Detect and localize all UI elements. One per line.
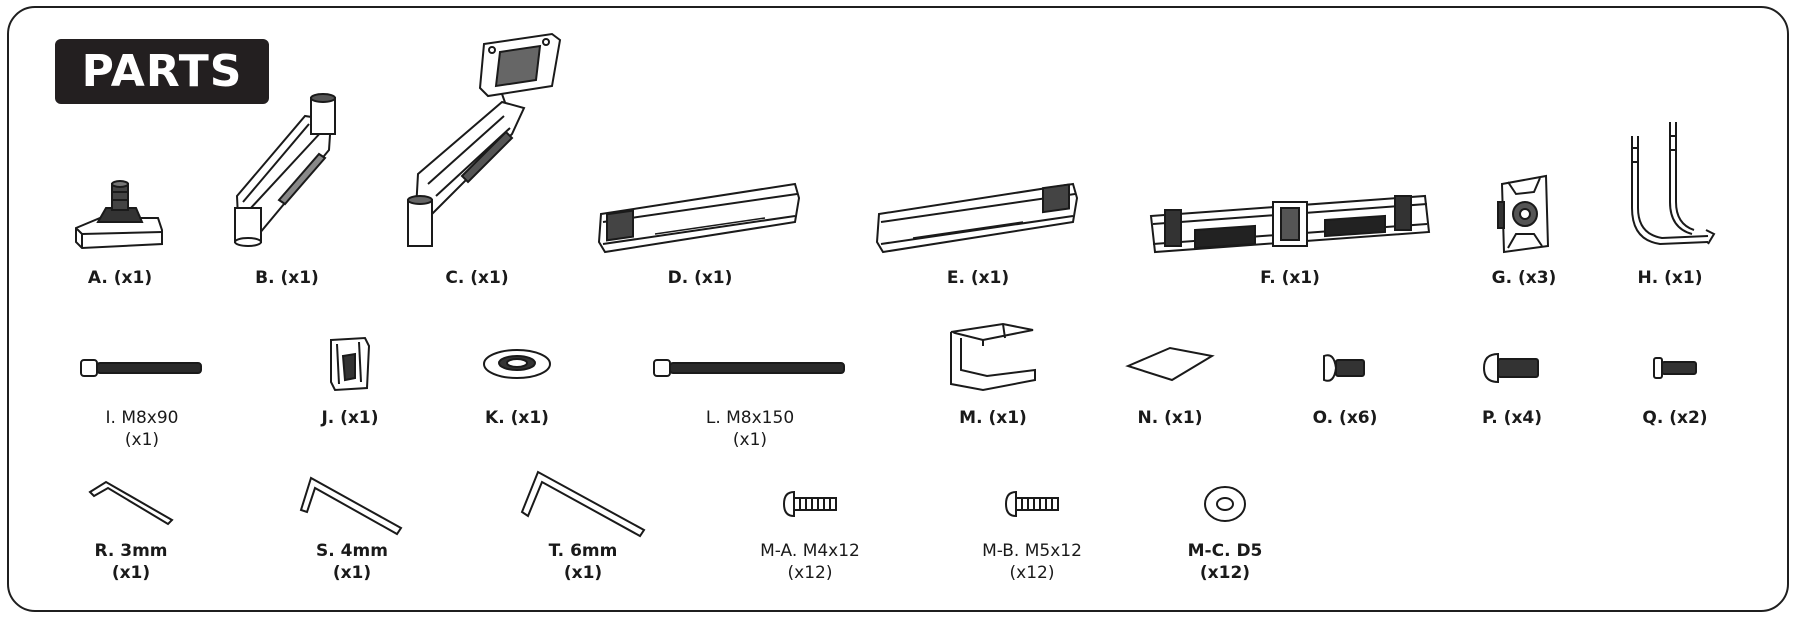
part-o-label: O. (x6): [1312, 408, 1378, 428]
part-d-label: D. (x1): [667, 268, 733, 288]
pad-icon: [1122, 344, 1218, 384]
vesa-plate-icon: [1494, 172, 1554, 256]
part-p-label: P. (x4): [1481, 408, 1543, 428]
part-j-label: J. (x1): [321, 408, 379, 428]
washer-icon: [1202, 484, 1248, 524]
part-ma-label: M-A. M4x12(x12): [760, 541, 860, 583]
part-mc-label: M-C. D5(x12): [1187, 541, 1263, 583]
desk-clamp-base-icon: [70, 170, 170, 256]
part-l-label: L. M8x150(x1): [705, 408, 795, 450]
center-bracket-bar-icon: [1145, 190, 1435, 260]
crossbar-rail-icon: [595, 172, 805, 256]
gas-spring-arm-icon: [392, 28, 582, 258]
part-q-label: Q. (x2): [1642, 408, 1708, 428]
part-a-label: A. (x1): [87, 268, 153, 288]
allen-key-icon: [297, 474, 407, 538]
cable-clip-icon: [325, 334, 375, 394]
page-title: PARTS: [55, 39, 269, 104]
crossbar-rail-icon: [873, 172, 1083, 256]
screw-icon: [1320, 350, 1370, 386]
screw-icon: [1002, 488, 1062, 520]
grommet-plate-icon: [480, 346, 554, 382]
part-c-label: C. (x1): [445, 268, 509, 288]
parts-frame: [7, 6, 1789, 612]
c-clamp-icon: [943, 318, 1043, 394]
lower-arm-icon: [219, 90, 349, 256]
screw-icon: [1650, 354, 1700, 382]
part-s-label: S. 4mm(x1): [316, 541, 388, 583]
allen-key-icon: [518, 468, 648, 540]
long-bolt-icon: [650, 354, 850, 382]
part-i-label: I. M8x90(x1): [105, 408, 179, 450]
bolt-icon: [77, 354, 207, 382]
part-mb-label: M-B. M5x12(x12): [982, 541, 1082, 583]
part-e-label: E. (x1): [946, 268, 1010, 288]
part-h-label: H. (x1): [1637, 268, 1703, 288]
part-r-label: R. 3mm(x1): [94, 541, 168, 583]
part-b-label: B. (x1): [255, 268, 319, 288]
screw-icon: [1480, 350, 1544, 386]
part-m-label: M. (x1): [959, 408, 1027, 428]
part-t-label: T. 6mm(x1): [548, 541, 618, 583]
support-frame-icon: [1620, 118, 1720, 258]
part-f-label: F. (x1): [1260, 268, 1320, 288]
screw-icon: [780, 488, 840, 520]
part-k-label: K. (x1): [485, 408, 549, 428]
allen-key-icon: [86, 478, 176, 528]
part-g-label: G. (x3): [1491, 268, 1557, 288]
part-n-label: N. (x1): [1137, 408, 1203, 428]
